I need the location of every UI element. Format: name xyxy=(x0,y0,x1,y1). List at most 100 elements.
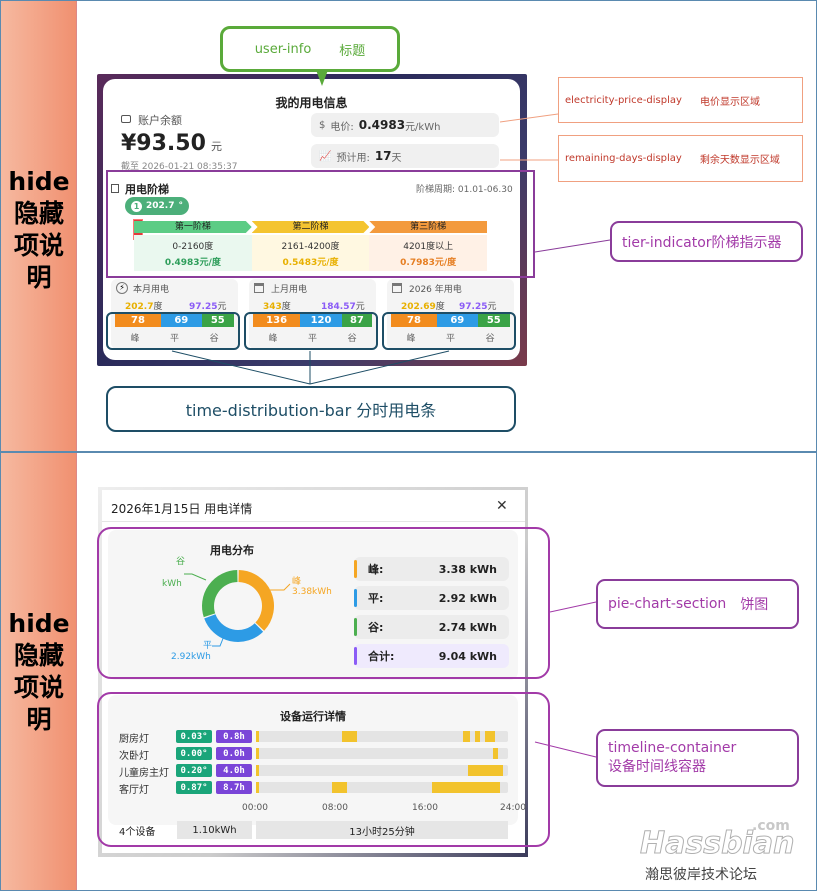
close-icon[interactable]: ✕ xyxy=(496,498,508,514)
tier-title: 用电阶梯 xyxy=(125,183,169,196)
bar-labels: 峰平谷 xyxy=(406,334,495,344)
bottom-side-label: hide 隐藏 项说 明 xyxy=(8,609,70,734)
tier-3-detail: 4201度以上 0.7983元/度 xyxy=(369,235,488,271)
period-card-this-month: ⚡ 本月用电 202.7度 97.25元 78 69 55 峰平谷 xyxy=(111,279,238,349)
bar-callout: time-distribution-bar 分时用电条 xyxy=(106,386,516,432)
flat-label-name: 平 xyxy=(203,640,212,651)
calendar-icon xyxy=(392,283,402,293)
pie-highlight-box xyxy=(97,527,550,679)
device-hours-tag: 0.0h xyxy=(216,747,252,760)
tier-period: 阶梯周期: 01.01-06.30 xyxy=(416,185,513,195)
balance-value: ¥93.50 元 xyxy=(121,131,222,156)
time-distribution-bar: 78 69 55 xyxy=(391,314,511,327)
device-name: 儿童房主灯 xyxy=(119,768,169,779)
trend-chart-icon: 📈 xyxy=(319,150,332,162)
lightning-icon: ⚡ xyxy=(116,282,128,294)
timeline-segment xyxy=(485,731,496,742)
device-name: 厨房灯 xyxy=(119,734,149,745)
tier-marker-value: 202.7 xyxy=(146,201,175,211)
calendar-icon xyxy=(254,283,264,293)
device-hours-tag: 4.0h xyxy=(216,764,252,777)
top-side-label-bg: hide 隐藏 项说 明 xyxy=(1,1,77,451)
leader-line xyxy=(270,583,291,591)
price-label: 电价: xyxy=(330,121,354,133)
leader-line xyxy=(184,573,207,581)
timeline-segment xyxy=(462,731,471,742)
tier-marker: 1 202.7° xyxy=(125,197,189,215)
period-label: 上月用电 xyxy=(271,285,308,295)
footer-device-count: 4个设备 xyxy=(119,827,156,838)
bottom-side-label-bg: hide 隐藏 项说 明 xyxy=(1,453,77,890)
bar-highlight-box-1 xyxy=(106,312,240,350)
dialog-divider xyxy=(102,521,525,522)
legend-flat: 平:2.92 kWh xyxy=(354,586,509,610)
period-card-last-month: 上月用电 343度 184.57元 136 120 87 峰平谷 xyxy=(249,279,376,349)
tier-marker-badge: 1 xyxy=(131,200,142,212)
timeline-segment xyxy=(492,748,498,759)
usage-detail-dialog: 2026年1月15日 用电详情 ✕ 用电分布 峰3.38kWh谷2.74kWh平… xyxy=(102,490,526,853)
device-timeline-track xyxy=(256,782,508,793)
device-name: 客厅灯 xyxy=(119,785,149,796)
device-name: 次卧灯 xyxy=(119,751,149,762)
tier-2-detail: 2161-4200度 0.5483元/度 xyxy=(251,235,370,271)
timeline-segment xyxy=(256,765,259,776)
wallet-icon xyxy=(121,115,131,123)
period-card-year: 2026 年用电 202.69度 97.25元 78 69 55 峰平谷 xyxy=(387,279,514,349)
leader-line xyxy=(212,635,225,647)
balance-date: 截至 2026-01-21 08:35:37 xyxy=(121,162,238,172)
device-hours-tag: 8.7h xyxy=(216,781,252,794)
legend-valley-swatch xyxy=(354,618,357,636)
tier-icon xyxy=(111,184,119,193)
device-timeline-track xyxy=(256,748,508,759)
electricity-price-display: $ 电价: 0.4983 元/kWh xyxy=(311,113,499,137)
device-kwh-tag: 0.00° xyxy=(176,747,212,760)
bar-highlight-box-3 xyxy=(382,312,516,350)
device-hours-tag: 0.8h xyxy=(216,730,252,743)
legend-peak-swatch xyxy=(354,560,357,578)
period-kwh: 202.7度 xyxy=(125,302,163,312)
days-label: 预计用: xyxy=(336,152,370,164)
timeline-segment xyxy=(256,782,259,793)
period-label: 本月用电 xyxy=(133,285,170,295)
remaining-days-display: 📈 预计用: 17 天 xyxy=(311,144,499,168)
flat-slice xyxy=(204,613,264,642)
flat-label-value: 2.92kWh xyxy=(171,652,211,662)
period-cost: 184.57元 xyxy=(321,302,365,312)
tier-2-header: 第二阶梯 xyxy=(251,221,370,233)
watermark-sub: .com xyxy=(752,818,790,834)
watermark-brand: Hassbian xyxy=(639,826,795,862)
tier-highlight-box xyxy=(106,170,535,278)
bar-highlight-box-2 xyxy=(244,312,378,350)
device-timeline-track xyxy=(256,731,508,742)
dialog-title: 2026年1月15日 用电详情 xyxy=(111,502,253,516)
peak-label-name: 峰 xyxy=(292,576,301,587)
device-kwh-tag: 0.03° xyxy=(176,730,212,743)
timeline-section-bg xyxy=(108,695,518,825)
timeline-segment xyxy=(432,782,501,793)
bar-labels: 峰平谷 xyxy=(130,334,219,344)
title-callout-tail xyxy=(316,70,328,86)
footer-duration: 13小时25分钟 xyxy=(256,821,508,839)
card-title: 我的用电信息 xyxy=(275,96,348,110)
valley-slice xyxy=(202,570,238,618)
timeline-segment xyxy=(467,765,503,776)
legend-valley: 谷:2.74 kWh xyxy=(354,615,509,639)
price-value: 0.4983 xyxy=(358,118,406,132)
bottom-connector-lines xyxy=(534,601,597,758)
timeline-segment xyxy=(475,731,481,742)
tier-details: 0-2160度 0.4983元/度 2161-4200度 0.5483元/度 4… xyxy=(134,235,488,271)
footer-kwh: 1.10kWh xyxy=(177,821,252,839)
period-cost: 97.25元 xyxy=(189,302,227,312)
device-timeline-track xyxy=(256,765,508,776)
top-side-label: hide 隐藏 项说 明 xyxy=(8,167,70,292)
watermark: .com Hassbian 瀚思彼岸技术论坛 xyxy=(639,818,810,888)
legend-total: 合计:9.04 kWh xyxy=(354,644,509,668)
time-distribution-bar: 78 69 55 xyxy=(115,314,235,327)
timeline-segment xyxy=(341,731,357,742)
period-cost: 97.25元 xyxy=(459,302,497,312)
period-kwh: 343度 xyxy=(263,302,291,312)
